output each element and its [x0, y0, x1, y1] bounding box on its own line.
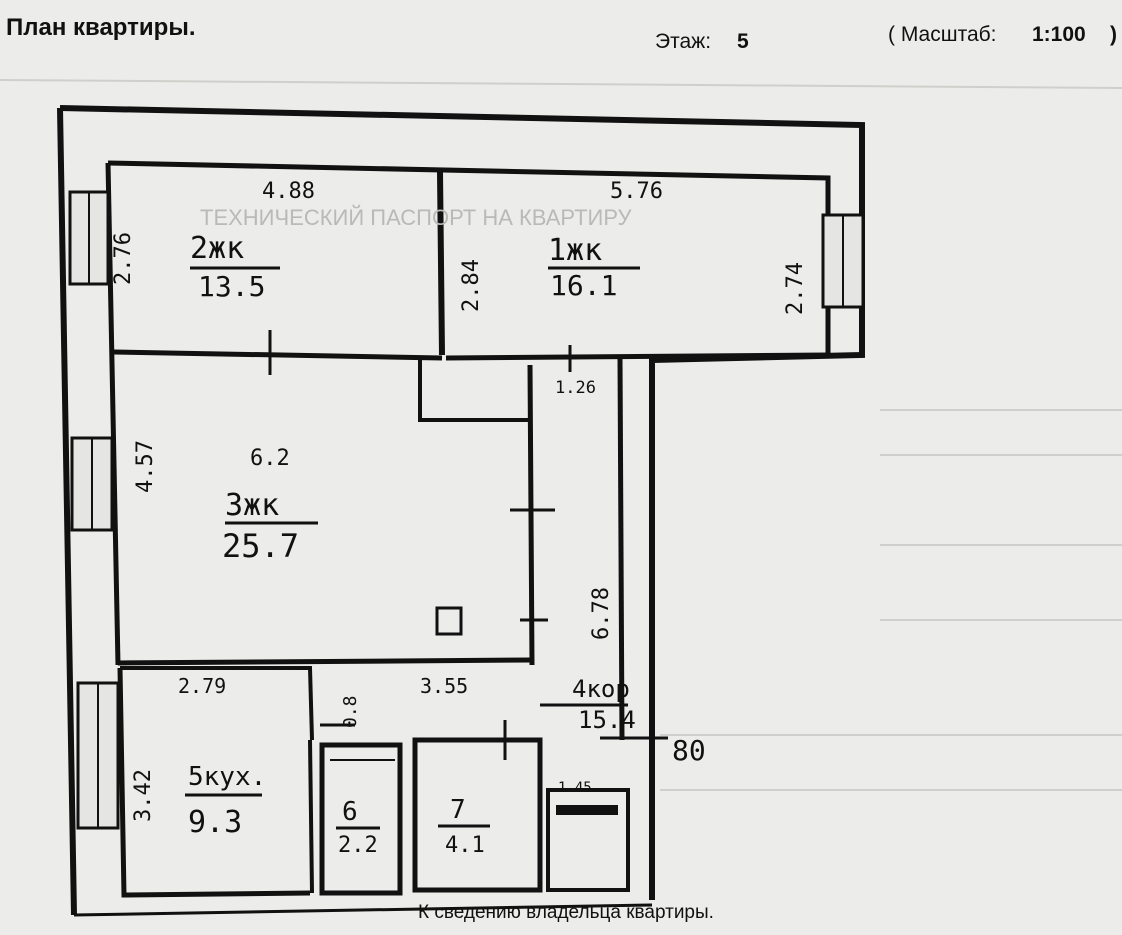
closet-dim: 1.45: [558, 780, 592, 796]
room5-height: 3.42: [131, 769, 156, 822]
room2-height: 2.76: [111, 232, 136, 285]
room1-height-left: 2.84: [459, 259, 484, 312]
room5-width: 2.79: [178, 674, 226, 698]
window-mullions: [88, 192, 844, 828]
room4-name: 4кор: [572, 675, 630, 703]
room7-area: 4.1: [445, 833, 485, 858]
room7-num: 7: [450, 795, 466, 825]
room1-width: 5.76: [610, 179, 663, 204]
room3-name: 3жк: [225, 488, 279, 523]
background-bleed: [0, 79, 1122, 791]
room1-area: 16.1: [550, 269, 617, 302]
room5-name: 5кух.: [188, 762, 266, 792]
room4-width: 3.55: [420, 674, 468, 698]
room4-small-dim: 1.26: [555, 378, 596, 398]
scale-close: ): [1110, 23, 1117, 46]
room-labels: 4.88 2жк 13.5 2.76 5.76 1жк 16.1 2.84 2.…: [111, 179, 808, 858]
room5-area: 9.3: [188, 805, 242, 840]
room2-name: 2жк: [190, 231, 244, 266]
room3-height: 4.57: [133, 440, 158, 493]
scale-label: ( Масштаб:: [888, 23, 997, 46]
footer-note: К сведению владельца квартиры.: [418, 902, 714, 923]
room2-width: 4.88: [262, 179, 315, 204]
scale-value: 1:100: [1032, 23, 1086, 46]
floor-value: 5: [737, 30, 749, 53]
room4-area: 15.4: [578, 706, 636, 734]
room3-width: 6.2: [250, 446, 290, 471]
floor-label: Этаж:: [655, 30, 712, 53]
room2-area: 13.5: [198, 270, 265, 303]
room1-height-right: 2.74: [783, 262, 808, 315]
room6-num: 6: [342, 797, 358, 827]
ghost-text: ТЕХНИЧЕСКИЙ ПАСПОРТ НА КВАРТИРУ: [200, 205, 633, 230]
walls: [57, 105, 865, 917]
room3-area: 25.7: [222, 527, 299, 565]
room6-area: 2.2: [338, 833, 378, 858]
room4-height: 6.78: [589, 587, 614, 640]
plan-title: План квартиры.: [6, 14, 196, 41]
room6-dim: 0.8: [340, 695, 361, 728]
room1-name: 1жк: [548, 233, 602, 268]
door-dimension: 80: [672, 734, 706, 767]
